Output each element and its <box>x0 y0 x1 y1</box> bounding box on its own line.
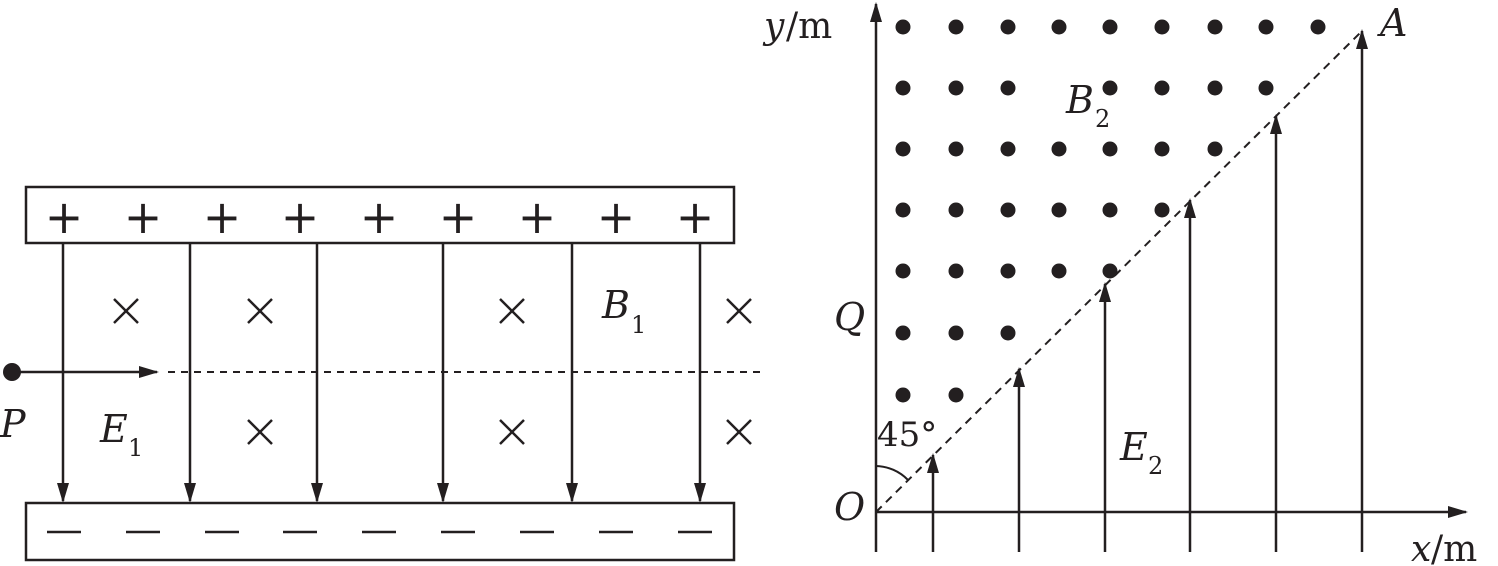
out-of-page-dot <box>1207 19 1223 35</box>
out-of-page-dot <box>1154 19 1170 35</box>
out-of-page-dot <box>1051 263 1067 279</box>
out-of-page-dot <box>1207 80 1223 96</box>
out-of-page-dot <box>1102 202 1118 218</box>
right-panel: 45° y /m x /m O Q A B 2 E 2 <box>762 1 1477 566</box>
e1-subscript: 1 <box>128 434 143 462</box>
out-of-page-dot <box>1051 141 1067 157</box>
out-of-page-dot <box>895 141 911 157</box>
plus-sign: + <box>597 190 636 244</box>
out-of-page-dot <box>1000 263 1016 279</box>
point-p-dot <box>3 363 21 381</box>
plus-sign: + <box>124 190 163 244</box>
out-of-page-dot <box>895 263 911 279</box>
out-of-page-dot <box>1154 80 1170 96</box>
out-of-page-dot <box>895 202 911 218</box>
out-of-page-dot <box>948 263 964 279</box>
b1-subscript: 1 <box>631 311 646 339</box>
e2-label: E <box>1119 425 1148 469</box>
left-panel: + + + + + + + + + P E 1 B 1 <box>0 185 762 562</box>
angle-arc <box>875 465 909 481</box>
out-of-page-dot <box>1207 141 1223 157</box>
plus-sign: + <box>281 190 320 244</box>
out-of-page-dot <box>1000 202 1016 218</box>
e1-label: E <box>99 407 128 451</box>
q-label: Q <box>834 295 865 339</box>
x-axis-unit: /m <box>1431 529 1477 566</box>
out-of-page-dot <box>1102 19 1118 35</box>
e2-subscript: 2 <box>1148 452 1163 480</box>
into-page-cross <box>726 298 752 324</box>
b2-subscript: 2 <box>1095 105 1110 133</box>
into-page-cross <box>247 298 273 324</box>
into-page-cross <box>499 419 525 445</box>
out-of-page-dot <box>1310 19 1326 35</box>
out-of-page-dot <box>1154 202 1170 218</box>
b2-label: B <box>1065 78 1094 122</box>
out-of-page-dot <box>948 387 964 403</box>
out-of-page-dot <box>948 80 964 96</box>
out-of-page-dot <box>1000 325 1016 341</box>
top-plate <box>24 185 736 245</box>
out-of-page-dot <box>1000 80 1016 96</box>
into-page-cross <box>113 298 139 324</box>
cross-marks <box>113 298 752 445</box>
out-of-page-dot <box>895 387 911 403</box>
out-of-page-dot <box>948 19 964 35</box>
plus-sign: + <box>676 190 715 244</box>
plus-sign: + <box>360 190 399 244</box>
plus-sign: + <box>203 190 242 244</box>
into-page-cross <box>499 298 525 324</box>
boundary-line-oa <box>875 29 1364 513</box>
angle-label: 45° <box>877 415 937 455</box>
plus-signs: + + + + + + + + + <box>45 190 715 244</box>
into-page-cross <box>247 419 273 445</box>
plus-sign: + <box>518 190 557 244</box>
x-axis-var: x <box>1411 529 1431 566</box>
out-of-page-dot <box>1258 19 1274 35</box>
out-of-page-dot <box>1000 141 1016 157</box>
out-of-page-dot <box>1051 202 1067 218</box>
out-of-page-dot <box>1102 263 1118 279</box>
out-of-page-dot <box>1000 19 1016 35</box>
bottom-plate <box>24 501 736 562</box>
into-page-cross <box>726 419 752 445</box>
out-of-page-dot <box>1051 19 1067 35</box>
out-of-page-dot <box>948 141 964 157</box>
plus-sign: + <box>439 190 478 244</box>
y-axis-var: y <box>762 6 785 47</box>
point-p-label: P <box>0 402 27 446</box>
out-of-page-dot <box>948 325 964 341</box>
out-of-page-dot <box>895 19 911 35</box>
a-label: A <box>1377 1 1407 45</box>
out-of-page-dot <box>1102 80 1118 96</box>
out-of-page-dot <box>1258 80 1274 96</box>
plus-sign: + <box>45 190 84 244</box>
out-of-page-dot <box>948 202 964 218</box>
e2-field-lines <box>927 29 1368 552</box>
b2-dot-grid <box>895 19 1326 403</box>
b1-label: B <box>601 283 630 327</box>
out-of-page-dot <box>895 325 911 341</box>
y-axis-unit: /m <box>786 6 832 47</box>
out-of-page-dot <box>895 80 911 96</box>
out-of-page-dot <box>1154 141 1170 157</box>
out-of-page-dot <box>1102 141 1118 157</box>
origin-label: O <box>834 485 865 529</box>
